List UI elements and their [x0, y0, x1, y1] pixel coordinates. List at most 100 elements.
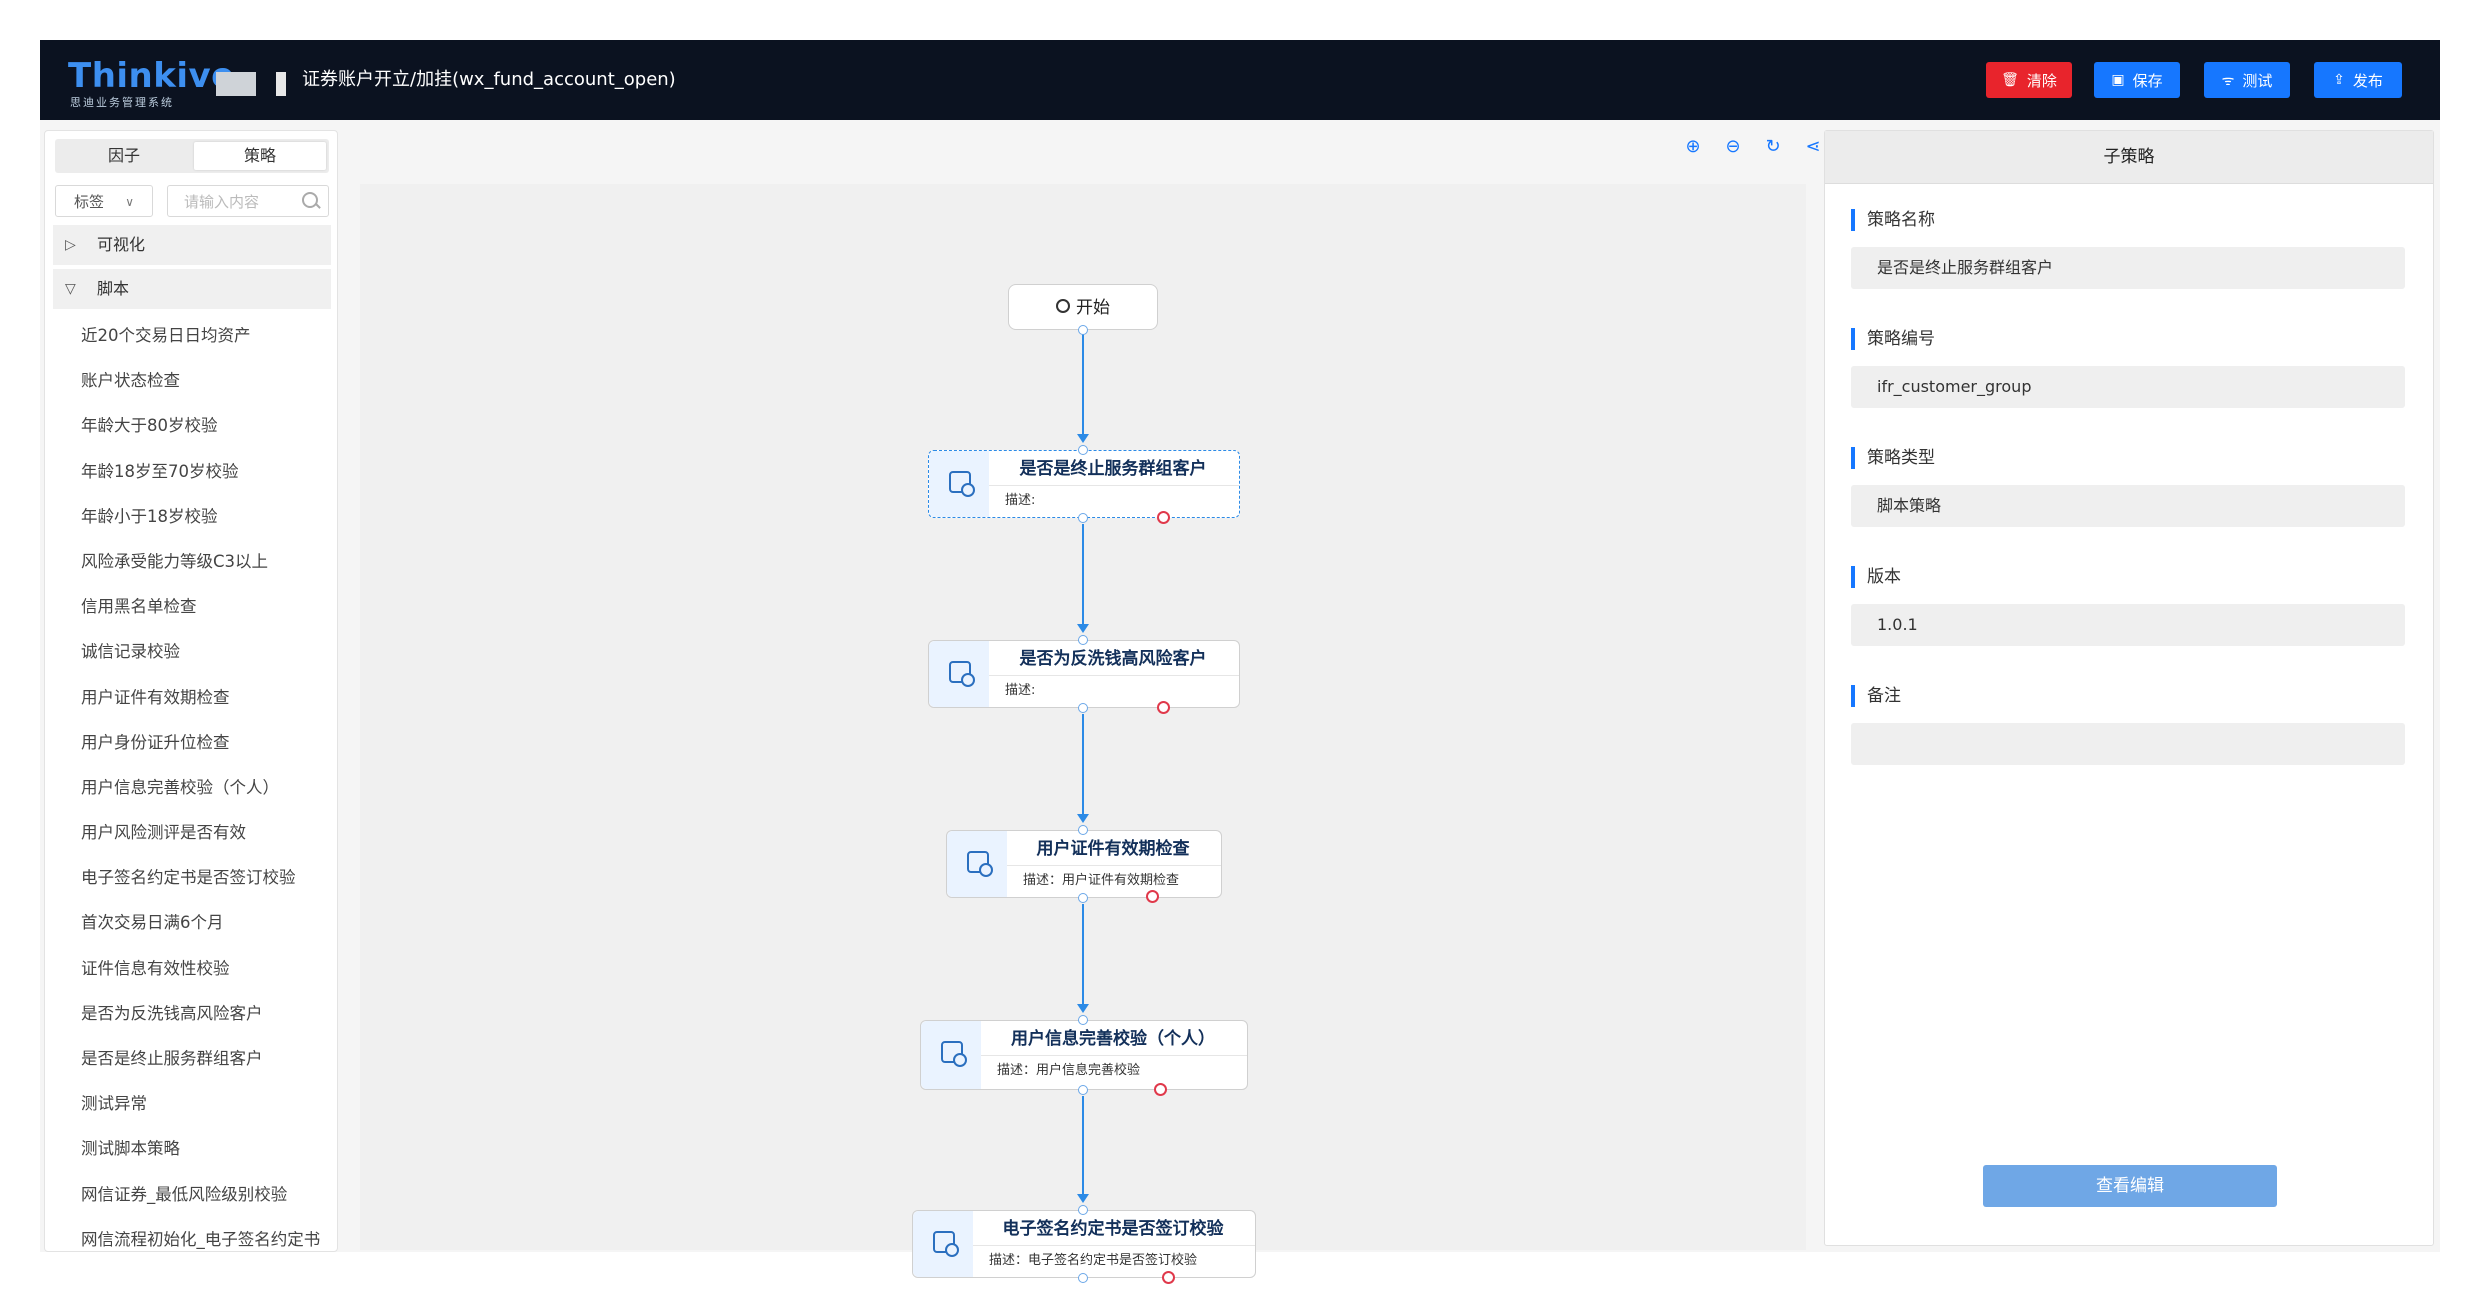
- list-item[interactable]: 是否是终止服务群组客户: [81, 1049, 263, 1068]
- connector-port[interactable]: [1078, 1205, 1088, 1215]
- caret-right-icon: ▷: [65, 237, 76, 253]
- fail-port[interactable]: [1157, 701, 1170, 714]
- start-node[interactable]: 开始: [1008, 284, 1158, 330]
- flow-node[interactable]: 是否为反洗钱高风险客户 描述:: [928, 640, 1240, 708]
- list-item[interactable]: 年龄大于80岁校验: [81, 416, 218, 436]
- script-icon: [941, 1041, 967, 1067]
- start-label: 开始: [1076, 298, 1110, 318]
- save-button[interactable]: ▣ 保存: [2094, 62, 2180, 98]
- strategy-code-field[interactable]: ifr_customer_group: [1851, 366, 2405, 408]
- node-title: 用户信息完善校验（个人）: [1011, 1029, 1215, 1049]
- node-title: 是否为反洗钱高风险客户: [1019, 649, 1207, 669]
- connector-port[interactable]: [1078, 325, 1088, 335]
- connector-port[interactable]: [1078, 893, 1088, 903]
- list-item[interactable]: 用户风险测评是否有效: [81, 823, 246, 843]
- list-item[interactable]: 账户状态检查: [81, 371, 180, 391]
- remark-field[interactable]: [1851, 723, 2405, 765]
- field-label: 策略类型: [1851, 447, 1935, 469]
- list-item[interactable]: 用户信息完善校验（个人）: [81, 777, 279, 797]
- flow-node[interactable]: 用户信息完善校验（个人） 描述：用户信息完善校验: [920, 1020, 1248, 1090]
- trash-icon: 🗑: [2001, 72, 2019, 88]
- divider: [981, 1055, 1247, 1056]
- zoom-out-icon[interactable]: ⊖: [1725, 136, 1741, 157]
- flow-edge: [1082, 714, 1084, 820]
- node-icon-box: [921, 1021, 981, 1089]
- list-item[interactable]: 测试脚本策略: [81, 1139, 180, 1159]
- flow-node[interactable]: 电子签名约定书是否签订校验 描述：电子签名约定书是否签订校验: [912, 1210, 1256, 1278]
- flow-node[interactable]: 用户证件有效期检查 描述：用户证件有效期检查: [946, 830, 1222, 898]
- tab-factor[interactable]: 因子: [107, 146, 140, 165]
- arrow-head: [1077, 624, 1089, 633]
- fail-port[interactable]: [1154, 1083, 1167, 1096]
- share-icon[interactable]: ⋖: [1805, 136, 1821, 157]
- strategy-type-field[interactable]: 脚本策略: [1851, 485, 2405, 527]
- list-item[interactable]: 年龄小于18岁校验: [81, 506, 218, 526]
- fail-port[interactable]: [1146, 890, 1159, 903]
- fail-port[interactable]: [1157, 511, 1170, 524]
- connector-port[interactable]: [1078, 825, 1088, 835]
- list-item[interactable]: 用户证件有效期检查: [81, 687, 230, 707]
- script-list: 近20个交易日日均资产 账户状态检查 年龄大于80岁校验 年龄18岁至70岁校验…: [45, 313, 337, 1251]
- connector-port[interactable]: [1078, 635, 1088, 645]
- version-field[interactable]: 1.0.1: [1851, 604, 2405, 646]
- start-icon: [1056, 299, 1070, 313]
- logo: Thinkive 思迪业务管理系统: [68, 56, 234, 109]
- test-button[interactable]: ᯤ 测试: [2204, 62, 2290, 98]
- clear-button[interactable]: 🗑 清除: [1986, 62, 2072, 98]
- arrow-head: [1077, 814, 1089, 823]
- connector-port[interactable]: [1078, 1085, 1088, 1095]
- flow-canvas[interactable]: 开始 是否是终止服务群组客户 描述: 是否为反洗钱高风险客户 描述:: [360, 184, 1806, 1284]
- list-item[interactable]: 网信流程初始化_电子签名约定书: [81, 1229, 321, 1249]
- list-item[interactable]: 年龄18岁至70岁校验: [81, 461, 239, 481]
- list-item[interactable]: 电子签名约定书是否签订校验: [81, 868, 296, 888]
- divider: [973, 1245, 1255, 1246]
- tag-select[interactable]: 标签 ∨: [55, 185, 153, 217]
- tab-strategy[interactable]: 策略: [194, 142, 326, 170]
- node-title: 用户证件有效期检查: [1036, 839, 1190, 859]
- flow-canvas-area: ⊕ ⊖ ↻ ⋖ 开始 是否是终止服务群组客户: [360, 120, 1821, 1284]
- connector-port[interactable]: [1078, 703, 1088, 713]
- strategy-name-field[interactable]: 是否是终止服务群组客户: [1851, 247, 2405, 289]
- flow-node[interactable]: 是否是终止服务群组客户 描述:: [928, 450, 1240, 518]
- list-item[interactable]: 首次交易日满6个月: [81, 913, 224, 933]
- list-item[interactable]: 近20个交易日日均资产: [81, 326, 251, 345]
- list-item[interactable]: 是否为反洗钱高风险客户: [81, 1003, 263, 1023]
- zoom-in-icon[interactable]: ⊕: [1685, 136, 1701, 157]
- connector-port[interactable]: [1078, 1273, 1088, 1283]
- node-desc: 描述:: [1005, 493, 1036, 508]
- search-icon[interactable]: [302, 192, 318, 208]
- tag-select-value: 标签: [74, 193, 105, 211]
- node-desc: 描述:: [1005, 683, 1036, 698]
- save-icon: ▣: [2111, 72, 2125, 88]
- divider: [989, 485, 1239, 486]
- connector-port[interactable]: [1078, 445, 1088, 455]
- logo-text: Thinkive: [68, 56, 235, 96]
- node-title: 是否是终止服务群组客户: [1019, 459, 1207, 479]
- group-script[interactable]: ▽ 脚本: [53, 269, 331, 309]
- redacted-block: [276, 72, 286, 96]
- list-item[interactable]: 测试异常: [81, 1094, 147, 1114]
- node-icon-box: [929, 451, 989, 517]
- list-item[interactable]: 诚信记录校验: [81, 642, 180, 662]
- app-window: Thinkive 思迪业务管理系统 证券账户开立/加挂(wx_fund_acco…: [40, 40, 2440, 1284]
- list-item[interactable]: 风险承受能力等级C3以上: [81, 551, 269, 571]
- reset-icon[interactable]: ↻: [1765, 136, 1781, 157]
- group-visual[interactable]: ▷ 可视化: [53, 225, 331, 265]
- divider: [1007, 865, 1221, 866]
- detail-panel: 子策略 策略名称 是否是终止服务群组客户 策略编号 ifr_customer_g…: [1824, 130, 2434, 1246]
- test-label: 测试: [2242, 71, 2273, 90]
- upload-icon: ⇪: [2333, 72, 2345, 88]
- field-label: 策略名称: [1851, 209, 1935, 231]
- search-input[interactable]: [168, 186, 314, 218]
- connector-port[interactable]: [1078, 1015, 1088, 1025]
- connector-port[interactable]: [1078, 513, 1088, 523]
- list-item[interactable]: 用户身份证升位检查: [81, 732, 230, 752]
- publish-button[interactable]: ⇪ 发布: [2314, 62, 2402, 98]
- fail-port[interactable]: [1162, 1271, 1175, 1284]
- list-item[interactable]: 信用黑名单检查: [81, 597, 197, 617]
- group-label: 脚本: [97, 279, 130, 298]
- list-item[interactable]: 证件信息有效性校验: [81, 958, 230, 978]
- list-item[interactable]: 网信证券_最低风险级别校验: [81, 1184, 288, 1204]
- chevron-down-icon: ∨: [125, 195, 134, 209]
- view-edit-button[interactable]: 查看编辑: [1983, 1165, 2277, 1207]
